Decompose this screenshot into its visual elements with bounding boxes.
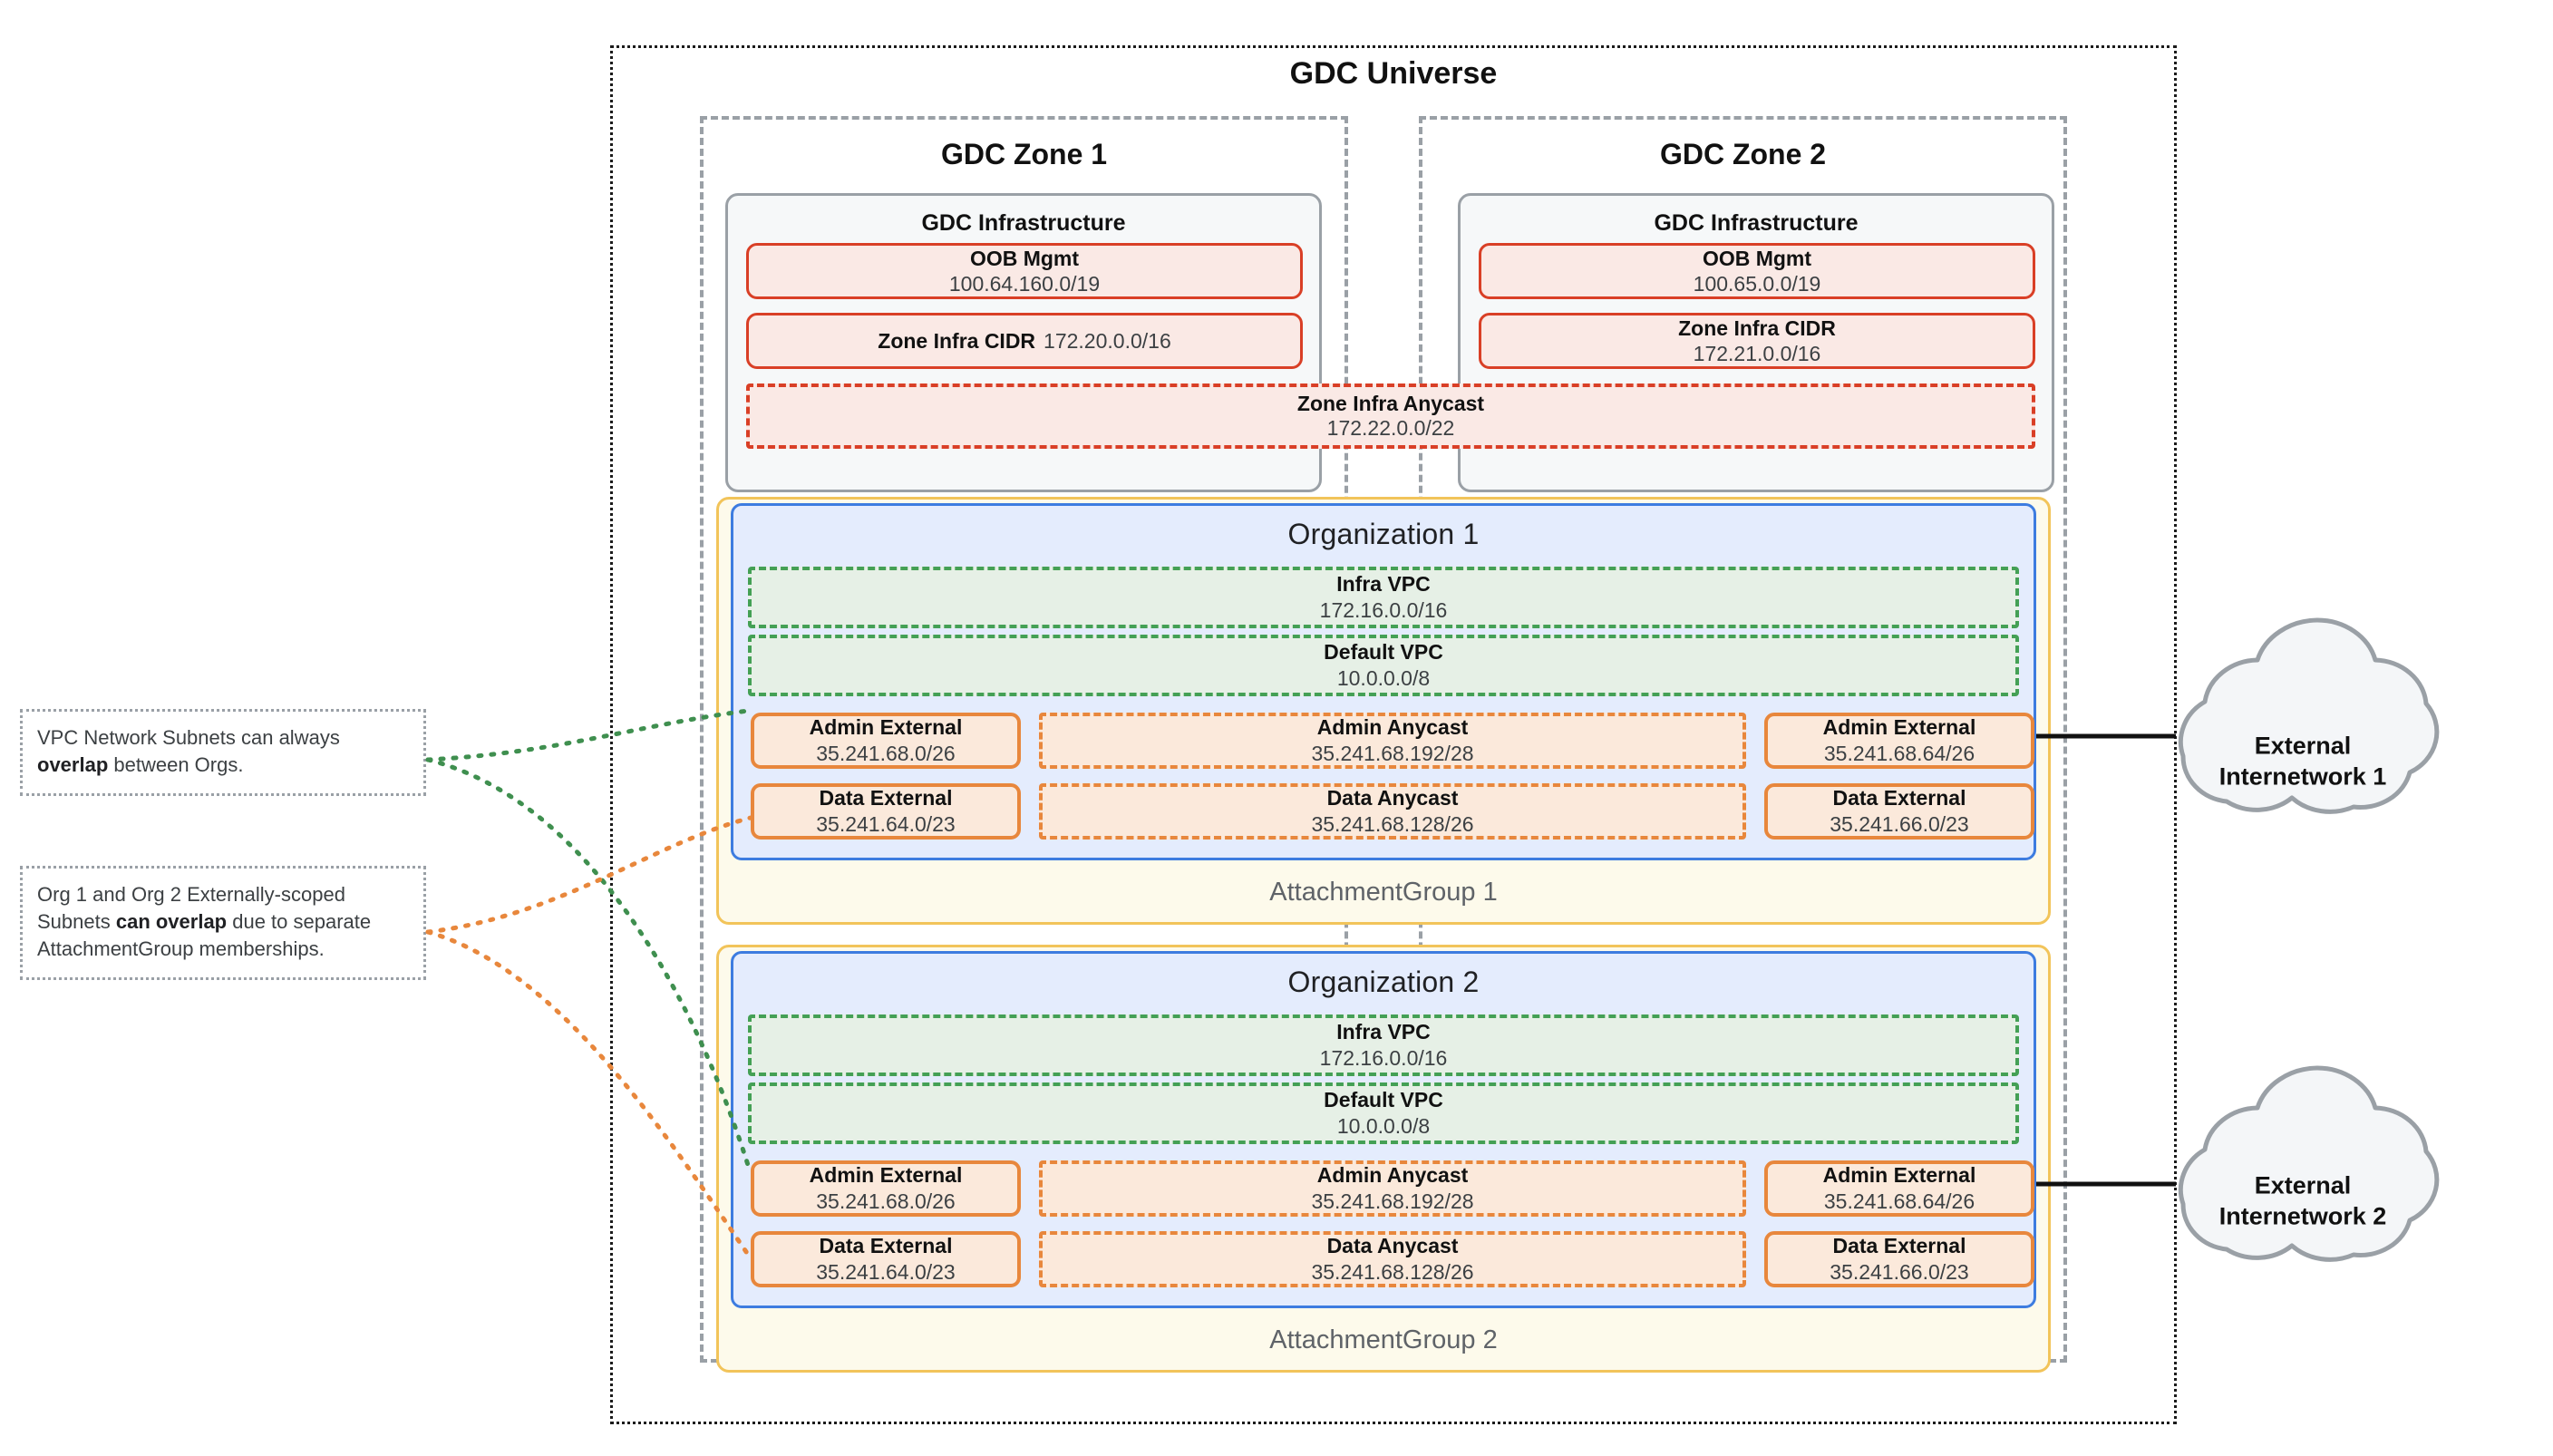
org-2-data-external-left-label: Data External [819,1234,953,1258]
org-1-infra-vpc-label: Infra VPC [1336,572,1431,597]
org-2-admin-external-right: Admin External 35.241.68.64/26 [1764,1160,2034,1217]
zone-2-infra-cidr-value: 172.21.0.0/16 [1693,342,1821,365]
annotation-1-suffix: between Orgs. [108,752,244,776]
attachment-group-1-label: AttachmentGroup 1 [1269,878,1498,907]
annotation-1-bold: overlap [37,752,109,776]
org-2-data-external-right-label: Data External [1832,1234,1966,1258]
org-2-admin-anycast-cidr: 35.241.68.192/28 [1311,1189,1474,1213]
external-internetwork-1: External Internetwork 1 [2167,671,2439,852]
org-1-admin-anycast-cidr: 35.241.68.192/28 [1311,742,1474,765]
org-1-infra-vpc-cidr: 172.16.0.0/16 [1319,598,1448,622]
org-2-admin-external-right-label: Admin External [1822,1163,1976,1188]
org-2-data-anycast-label: Data Anycast [1326,1234,1459,1258]
zone-infra-anycast-label: Zone Infra Anycast [1296,392,1485,415]
org-2-admin-external-left-label: Admin External [809,1163,963,1188]
org-1-admin-anycast-label: Admin Anycast [1316,715,1469,740]
annotation-1-prefix: VPC Network Subnets can always [37,726,340,749]
org-2-data-external-left-cidr: 35.241.64.0/23 [816,1260,956,1284]
zone-1-oob-mgmt-label: OOB Mgmt [969,246,1080,270]
external-internetwork-1-label: External Internetwork 1 [2167,731,2439,792]
zone-1-infra-cidr-value: 172.20.0.0/16 [1044,328,1171,353]
annotation-external-overlap: Org 1 and Org 2 Externally-scoped Subnet… [20,866,426,980]
zone-1-oob-mgmt-cidr: 100.64.160.0/19 [948,272,1101,296]
org-1-data-external-left-cidr: 35.241.64.0/23 [816,812,956,836]
org-2-data-external-left: Data External 35.241.64.0/23 [751,1231,1021,1287]
org-1-admin-external-left-cidr: 35.241.68.0/26 [816,742,956,765]
zone-infra-anycast-cidr: 172.22.0.0/22 [1326,416,1455,440]
cloud-1-line-2: Internetwork 1 [2218,762,2387,790]
zone-1-infrastructure-title: GDC Infrastructure [921,210,1126,236]
org-2-default-vpc-box: Default VPC 10.0.0.0/8 [748,1082,2019,1144]
cloud-2-line-1: External [2254,1171,2352,1199]
organization-1-title: Organization 1 [1287,518,1480,550]
organization-2-title: Organization 2 [1287,966,1480,998]
cloud-1-line-1: External [2254,732,2352,760]
org-1-data-anycast: Data Anycast 35.241.68.128/26 [1039,783,1746,840]
org-2-infra-vpc-label: Infra VPC [1336,1020,1431,1044]
org-2-infra-vpc-cidr: 172.16.0.0/16 [1319,1046,1448,1070]
annotation-2-prefix: Org 1 and Org 2 Externally-scoped Subnet… [37,883,345,933]
org-1-data-external-right: Data External 35.241.66.0/23 [1764,783,2034,840]
org-2-admin-external-left-cidr: 35.241.68.0/26 [816,1189,956,1213]
org-1-admin-anycast: Admin Anycast 35.241.68.192/28 [1039,713,1746,769]
zone-1-infra-cidr-box: Zone Infra CIDR 172.20.0.0/16 [746,313,1303,369]
zone-2-oob-mgmt-cidr: 100.65.0.0/19 [1693,272,1821,296]
zone-2-infrastructure-title: GDC Infrastructure [1654,210,1859,236]
org-2-admin-external-left: Admin External 35.241.68.0/26 [751,1160,1021,1217]
org-2-data-external-right-cidr: 35.241.66.0/23 [1830,1260,1969,1284]
org-2-infra-vpc-box: Infra VPC 172.16.0.0/16 [748,1014,2019,1076]
cloud-2-line-2: Internetwork 2 [2218,1202,2387,1229]
org-2-default-vpc-cidr: 10.0.0.0/8 [1336,1114,1431,1138]
org-1-data-external-right-label: Data External [1832,786,1966,811]
org-2-data-anycast: Data Anycast 35.241.68.128/26 [1039,1231,1746,1287]
gdc-zone-2-title: GDC Zone 2 [1659,138,1827,170]
org-1-default-vpc-label: Default VPC [1324,640,1443,665]
gdc-universe-title: GDC Universe [1289,56,1498,91]
org-2-admin-external-right-cidr: 35.241.68.64/26 [1823,1189,1975,1213]
org-1-data-external-left-label: Data External [819,786,953,811]
org-1-data-external-right-cidr: 35.241.66.0/23 [1830,812,1969,836]
org-2-data-external-right: Data External 35.241.66.0/23 [1764,1231,2034,1287]
org-1-data-anycast-label: Data Anycast [1326,786,1459,811]
zone-1-infra-cidr-label: Zone Infra CIDR [878,328,1036,353]
org-2-admin-anycast: Admin Anycast 35.241.68.192/28 [1039,1160,1746,1217]
org-1-admin-external-right-label: Admin External [1822,715,1976,740]
annotation-2-suffix: due to separate AttachmentGroup membersh… [37,909,372,960]
attachment-group-2-label: AttachmentGroup 2 [1269,1325,1498,1354]
org-1-admin-external-left-label: Admin External [809,715,963,740]
org-1-default-vpc-cidr: 10.0.0.0/8 [1336,666,1431,690]
zone-2-infra-cidr-label: Zone Infra CIDR [1678,315,1836,340]
org-1-admin-external-left: Admin External 35.241.68.0/26 [751,713,1021,769]
zone-infra-anycast-box: Zone Infra Anycast 172.22.0.0/22 [746,383,2035,449]
org-2-data-anycast-cidr: 35.241.68.128/26 [1311,1260,1474,1284]
zone-2-infra-cidr-box: Zone Infra CIDR 172.21.0.0/16 [1479,313,2035,369]
zone-2-oob-mgmt-box: OOB Mgmt 100.65.0.0/19 [1479,243,2035,299]
external-internetwork-2-label: External Internetwork 2 [2167,1170,2439,1232]
external-internetwork-2: External Internetwork 2 [2167,1111,2439,1292]
org-1-data-external-left: Data External 35.241.64.0/23 [751,783,1021,840]
org-1-admin-external-right-cidr: 35.241.68.64/26 [1823,742,1975,765]
org-1-admin-external-right: Admin External 35.241.68.64/26 [1764,713,2034,769]
zone-1-oob-mgmt-box: OOB Mgmt 100.64.160.0/19 [746,243,1303,299]
org-1-data-anycast-cidr: 35.241.68.128/26 [1311,812,1474,836]
org-1-infra-vpc-box: Infra VPC 172.16.0.0/16 [748,567,2019,628]
org-1-default-vpc-box: Default VPC 10.0.0.0/8 [748,635,2019,696]
org-2-default-vpc-label: Default VPC [1324,1088,1443,1112]
gdc-zone-1-title: GDC Zone 1 [940,138,1108,170]
annotation-2-bold: can overlap [115,909,228,933]
annotation-vpc-overlap: VPC Network Subnets can always overlap b… [20,709,426,796]
org-2-admin-anycast-label: Admin Anycast [1316,1163,1469,1188]
zone-2-oob-mgmt-label: OOB Mgmt [1702,246,1812,270]
